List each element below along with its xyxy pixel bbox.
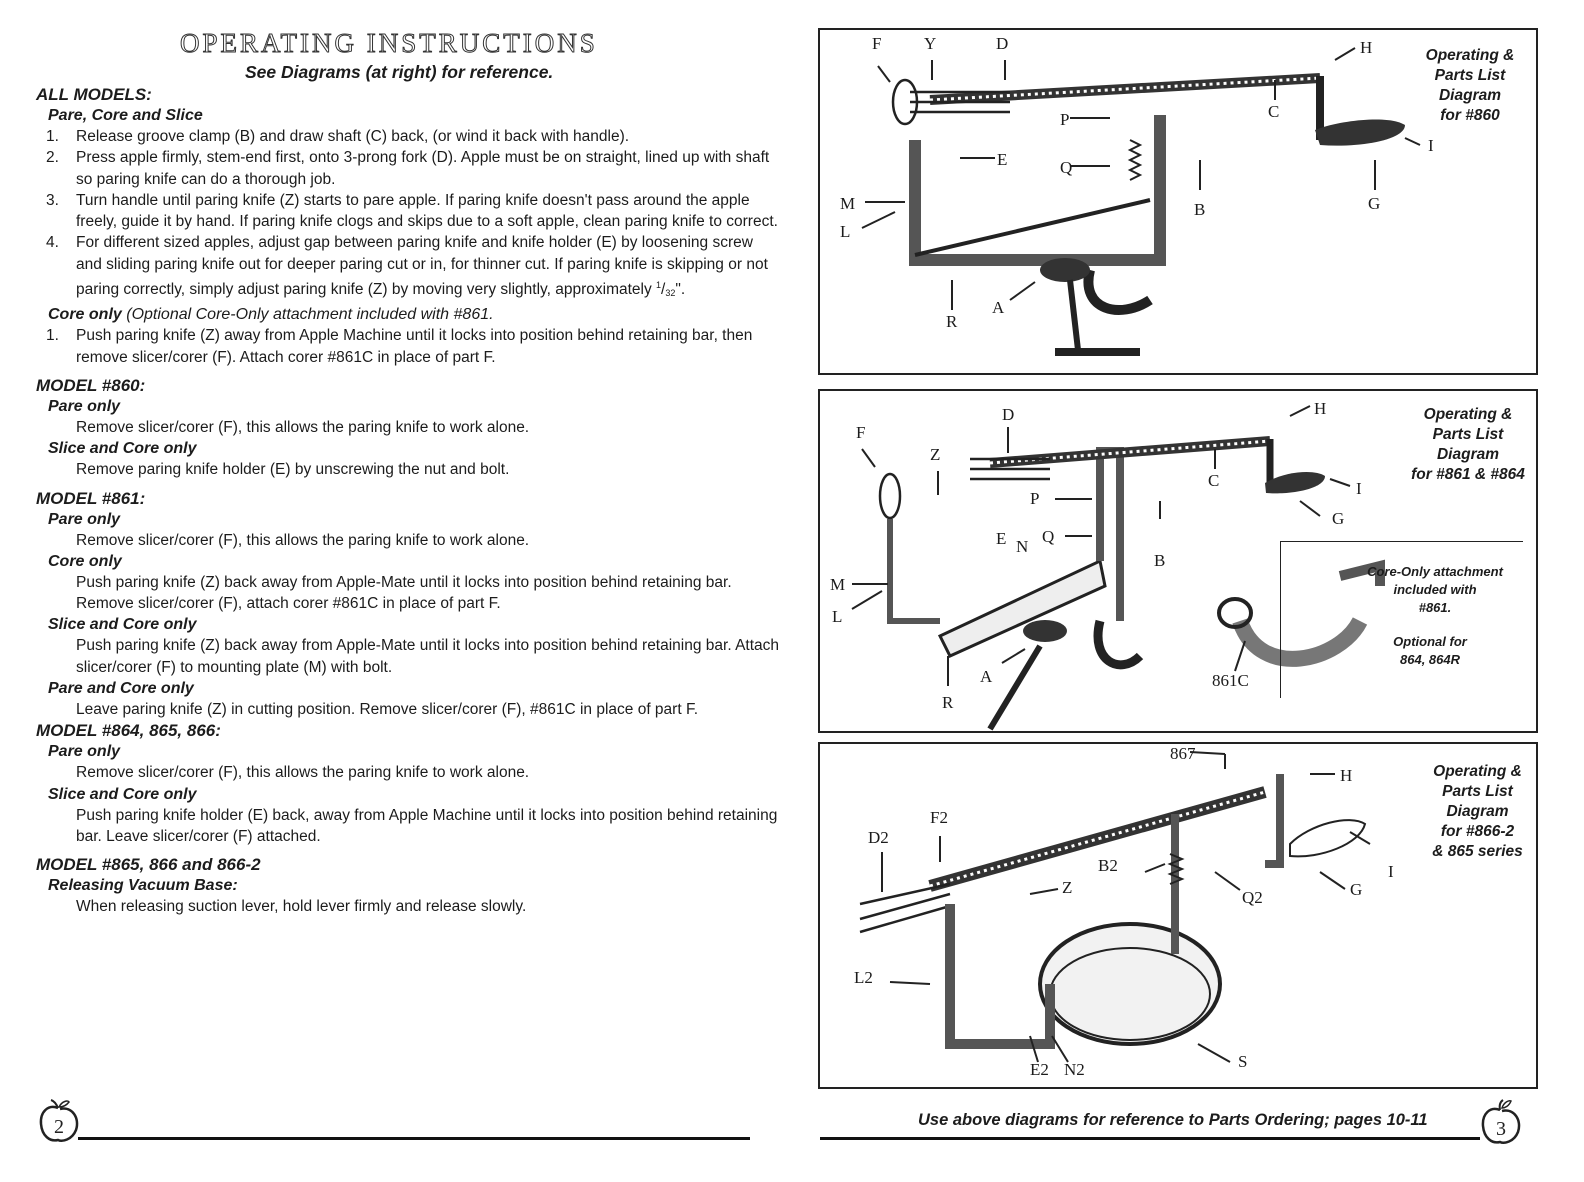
callout-i: I [1356,479,1362,498]
paragraph: Leave paring knife (Z) in cutting positi… [76,701,698,719]
paragraph: Push paring knife (Z) back away from App… [76,637,780,676]
page-number-right: 3 [1478,1098,1522,1144]
callout-p: P [1030,489,1040,508]
callout-h: H [1360,38,1373,57]
callout-e2: E2 [1030,1060,1049,1079]
callout-z: Z [930,445,941,464]
callout-g: G [1368,194,1381,213]
subheading-slice-core-only: Slice and Core only [48,785,197,803]
callout-b: B [1154,551,1166,570]
diagram-panel-860: F Y D H C I P Q E M L B G A R Operating … [818,28,1538,375]
svg-text:3: 3 [1496,1118,1506,1140]
page-subtitle: See Diagrams (at right) for reference. [245,62,554,82]
callout-n2: N2 [1064,1060,1085,1079]
callout-a: A [980,667,993,686]
callout-c: C [1268,102,1280,121]
subheading-slice-core-only: Slice and Core only [48,440,197,458]
callout-q2: Q2 [1242,888,1263,907]
diagram-panel-866: 867 H F2 D2 I B2 Z Q2 G L2 E2 N2 S Opera… [818,742,1538,1089]
subheading-pare-core-only: Pare and Core only [48,680,194,698]
core-only-inset [1280,541,1523,698]
section-heading-model-860: MODEL #860: [36,375,146,395]
callout-l2: L2 [854,968,873,987]
callout-m: M [840,194,856,213]
subheading-core-only: Core only (Optional Core-Only attachment… [48,306,494,324]
list-item: 1.Push paring knife (Z) away from Apple … [46,327,753,366]
section-heading-model-864: MODEL #864, 865, 866: [36,721,221,741]
list-item: 1.Release groove clamp (B) and draw shaf… [46,128,630,145]
apple-peeler-861-illustration [851,405,1385,731]
callout-n: N [1016,537,1029,556]
callout-867: 867 [1170,744,1196,763]
callout-r: R [942,693,954,712]
callout-q: Q [1042,527,1055,546]
instructions-body: ALL MODELS: Pare, Core and Slice 1.Relea… [36,84,781,918]
page-title: OPERATING INSTRUCTIONS [180,28,598,59]
subheading-pare-only: Pare only [48,743,121,761]
apple-peeler-860-illustration [861,47,1421,356]
paragraph: Remove paring knife holder (E) by unscre… [76,461,510,479]
callout-z: Z [1062,878,1073,897]
callout-861c: 861C [1212,671,1249,690]
paragraph: Push paring knife holder (E) back, away … [76,806,778,845]
footer-rule-right [820,1137,1480,1140]
page-number-left: 2 [38,1098,79,1142]
callout-b2: B2 [1098,856,1118,875]
callout-d: D [1002,405,1015,424]
paragraph: Remove slicer/corer (F), this allows the… [76,531,530,549]
footer-reference-note: Use above diagrams for reference to Part… [918,1111,1428,1129]
section-heading-all-models: ALL MODELS: [36,85,152,104]
subheading-vacuum: Releasing Vacuum Base: [48,877,238,895]
diagram-panel-861-864: D H F Z C I P G E N Q B M L A R 861C Ope… [818,389,1538,733]
callout-q: Q [1060,158,1073,177]
section-heading-model-861: MODEL #861: [36,488,146,508]
callout-l: L [832,607,843,626]
list-item: 3.Turn handle until paring knife (Z) sta… [46,191,778,231]
callout-f: F [856,423,866,442]
subheading-core-only: Core only [48,552,122,570]
svg-text:2: 2 [54,1116,64,1138]
subheading-pare-core-slice: Pare, Core and Slice [48,107,203,124]
callout-d: D [996,34,1009,53]
callout-y: Y [924,34,937,53]
callout-i: I [1428,136,1434,155]
callout-b: B [1194,200,1206,219]
subheading-pare-only: Pare only [48,510,121,528]
callout-f2: F2 [930,808,948,827]
list-item: 4.For different sized apples, adjust gap… [46,234,768,299]
callout-p: P [1060,110,1070,129]
apple-icon: 2 [39,1099,79,1142]
callout-d2: D2 [868,828,889,847]
callout-r: R [946,312,958,331]
callout-c: C [1208,471,1220,490]
callout-m: M [830,575,846,594]
apple-icon: 3 [1481,1099,1521,1144]
callout-h: H [1314,399,1327,418]
callout-e: E [996,529,1007,548]
paragraph: Push paring knife (Z) back away from App… [76,573,732,613]
section-heading-model-865: MODEL #865, 866 and 866-2 [36,855,261,875]
callout-l: L [840,222,851,241]
callout-f: F [872,34,882,53]
paragraph: Remove slicer/corer (F), this allows the… [76,764,530,782]
paragraph: When releasing suction lever, hold lever… [76,898,527,916]
callout-a: A [992,298,1005,317]
callout-g: G [1350,880,1363,899]
callout-g: G [1332,509,1345,528]
footer-rule-left [78,1137,750,1140]
subheading-slice-core-only: Slice and Core only [48,616,197,634]
apple-peeler-866-illustration [859,751,1371,1063]
callout-e: E [997,150,1008,169]
callout-s: S [1238,1052,1248,1071]
paragraph: Remove slicer/corer (F), this allows the… [76,418,530,436]
subheading-pare-only: Pare only [48,397,121,415]
callout-i: I [1388,862,1394,881]
list-item: 2.Press apple firmly, stem-end first, on… [46,149,770,188]
callout-h: H [1340,766,1353,785]
